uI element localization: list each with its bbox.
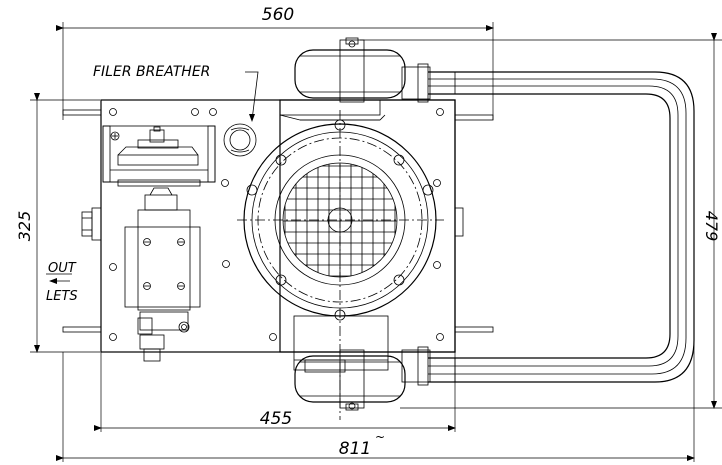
dimension-left-325: 325 (15, 93, 100, 353)
outlet-port (81, 207, 102, 241)
valve-block (124, 187, 201, 362)
motor-unit (102, 125, 216, 187)
dimension-right-479: 479 (360, 33, 722, 409)
dimension-top-560: 560 (56, 5, 494, 120)
outlets-label-lets: LETS (46, 289, 78, 304)
dimension-811-label: 811 (339, 439, 371, 459)
filter-breather-leader (245, 71, 259, 121)
filter-breather (223, 123, 257, 157)
filter-breather-label: FILER BREATHER (93, 64, 210, 80)
handle (401, 63, 695, 386)
mounting-feet (62, 109, 494, 333)
dimension-560-label: 560 (262, 5, 294, 25)
dimension-455-label: 455 (260, 409, 292, 429)
base-plate (100, 99, 456, 353)
bottom-wheel (294, 349, 406, 411)
dimension-325-label: 325 (15, 211, 34, 242)
top-wheel (294, 37, 406, 103)
outlets-label-out: OUT (48, 261, 77, 276)
dimension-bottom-811: 811 ~ (56, 330, 695, 462)
tilde-mark: ~ (375, 430, 385, 444)
lower-box (293, 315, 389, 373)
dimension-479-label: 479 (702, 211, 721, 242)
